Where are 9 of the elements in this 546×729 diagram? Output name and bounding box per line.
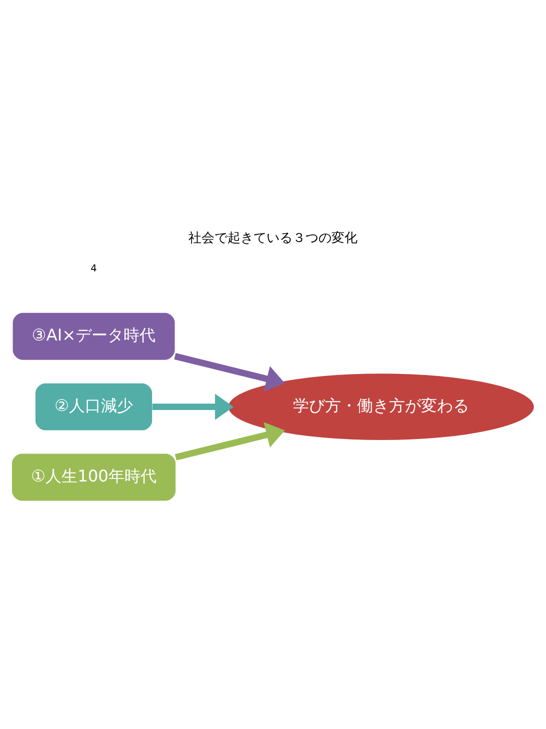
arrow	[174, 353, 285, 392]
arrow	[152, 394, 234, 420]
node-ellipse: 学び方・働き方が変わる	[228, 374, 534, 440]
diagram-title: 社会で起きている３つの変化	[188, 230, 358, 246]
node-box: ③AI×データ時代	[12, 312, 175, 360]
label: 4	[90, 264, 97, 275]
arrow	[174, 422, 285, 460]
node-box: ②人口減少	[35, 383, 152, 430]
node-box: ①人生100年時代	[12, 454, 176, 501]
